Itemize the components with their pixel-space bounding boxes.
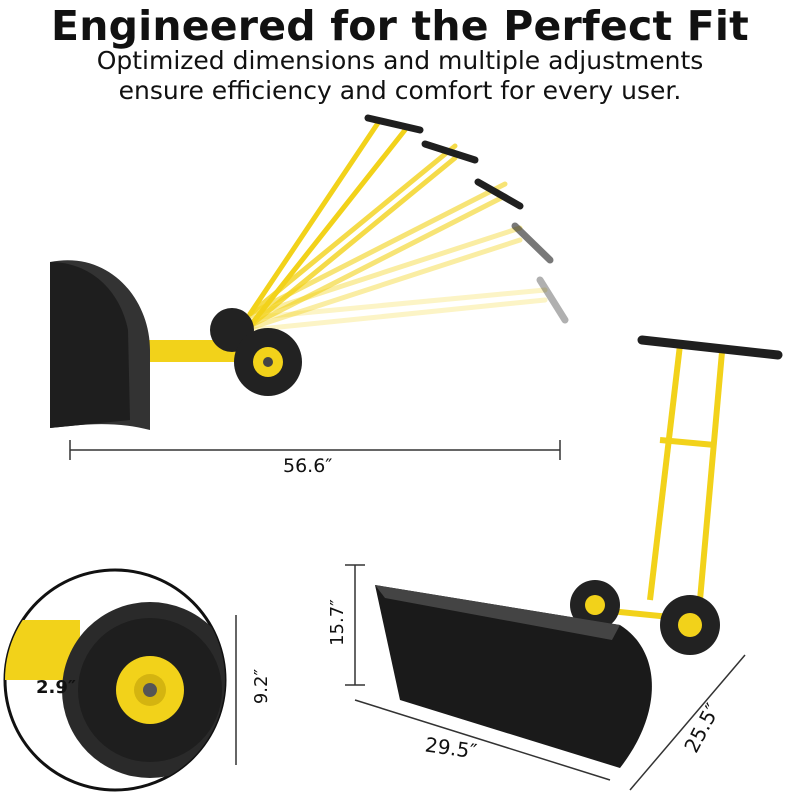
blade-depth-dimension-line <box>629 654 746 791</box>
blade-height-dimension-line <box>345 564 365 686</box>
length-label: 56.6″ <box>283 455 333 477</box>
page-title: Engineered for the Perfect Fit <box>51 2 749 50</box>
subtitle-line-1: Optimized dimensions and multiple adjust… <box>96 46 704 75</box>
subtitle-line-2: ensure efficiency and comfort for every … <box>118 76 682 105</box>
wheel-detail-circle <box>3 568 227 792</box>
blade-width-dimension-line <box>354 699 611 781</box>
front-view-shovel <box>375 335 783 768</box>
length-dimension-line <box>69 440 561 460</box>
wheel-diameter-label: 9.2″ <box>251 668 273 705</box>
blade-height-label: 15.7″ <box>326 599 348 646</box>
wheel-width-label: 2.9″ <box>36 677 76 698</box>
side-view-shovel <box>50 114 569 430</box>
